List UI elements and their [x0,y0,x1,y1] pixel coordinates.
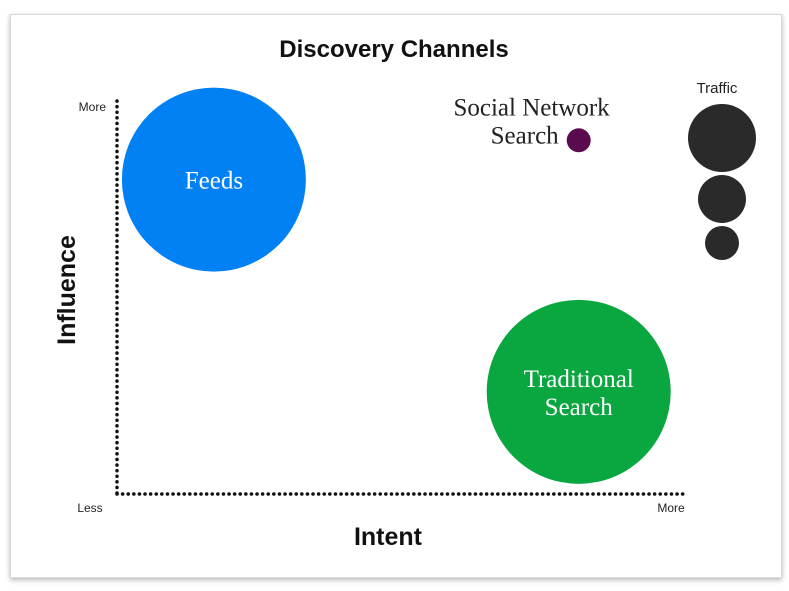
y-axis-max-label: More [79,100,107,114]
social-network-search-label-line: Social Network [453,94,610,121]
traditional-search-label-line: Traditional [524,366,634,393]
x-axis-min-label: Less [77,501,102,515]
chart-card [10,14,782,578]
traditional-search-label-line: Search [545,394,614,421]
legend-title: Traffic [697,80,738,97]
legend-size-bubble [688,104,756,172]
x-axis-title: Intent [354,523,423,551]
feeds-bubble [121,87,306,272]
social-network-search-bubble [566,128,591,153]
legend-size-bubble [698,175,746,223]
social-network-search-label-line: Search [491,122,560,149]
legend-size-bubble [705,226,739,260]
chart-title: Discovery Channels [279,36,508,63]
feeds-label-line: Feeds [185,168,243,195]
legend [688,104,756,260]
y-axis-title: Influence [53,235,81,345]
traditional-search-bubble [486,299,671,484]
x-axis-max-label: More [657,501,685,515]
